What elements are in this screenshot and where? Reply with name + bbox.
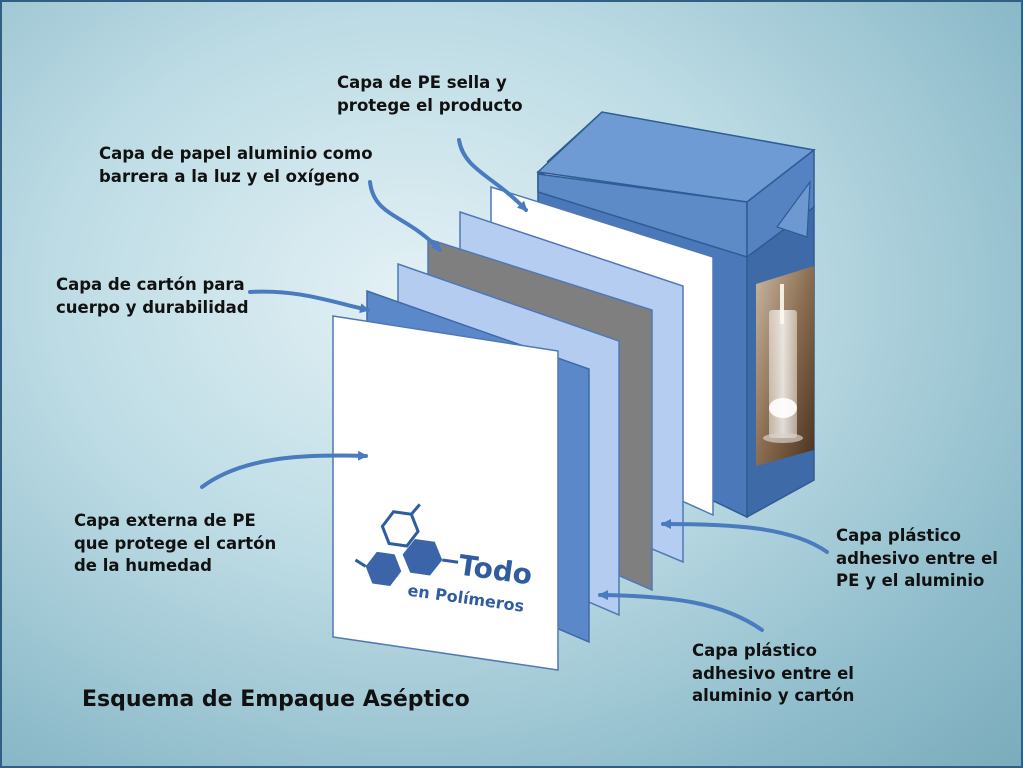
label-cardboard-line2: cuerpo y durabilidad bbox=[56, 297, 249, 317]
label-aluminum-line2: barrera a la luz y el oxígeno bbox=[99, 166, 360, 186]
label-cardboard-line1: Capa de cartón para bbox=[56, 275, 245, 294]
arrow-adhesive-pe-al bbox=[661, 519, 829, 554]
label-pe-inner-line2: protege el producto bbox=[337, 95, 523, 115]
label-pe-outer: Capa externa de PE que protege el cartón… bbox=[74, 510, 276, 578]
milk-glass-image bbox=[756, 266, 814, 466]
carton-seal-fin bbox=[746, 148, 815, 259]
label-adhesive-al-carton-line3: aluminio y cartón bbox=[692, 686, 855, 705]
label-adhesive-pe-al: Capa plástico adhesivo entre el PE y el … bbox=[836, 525, 998, 593]
label-cardboard: Capa de cartón para cuerpo y durabilidad bbox=[56, 274, 249, 319]
arrow-pe-inner bbox=[457, 138, 528, 212]
label-adhesive-al-carton-line2: adhesivo entre el bbox=[692, 663, 854, 683]
label-aluminum-line1: Capa de papel aluminio como bbox=[99, 144, 373, 163]
label-adhesive-al-carton-line1: Capa plástico bbox=[692, 641, 818, 660]
arrow-cardboard bbox=[248, 289, 370, 314]
logo-hexagon-outline bbox=[380, 510, 420, 548]
label-adhesive-pe-al-line2: adhesivo entre el bbox=[836, 548, 998, 568]
logo-hexagon-filled-small bbox=[365, 551, 402, 587]
label-pe-outer-line2: que protege el cartón bbox=[74, 533, 277, 553]
diagram-title: Esquema de Empaque Aséptico bbox=[82, 687, 470, 712]
label-pe-outer-line1: Capa externa de PE bbox=[74, 511, 256, 530]
pointer-arrows bbox=[200, 138, 829, 632]
layer-pe-outer bbox=[332, 315, 559, 671]
label-adhesive-pe-al-line3: PE y el aluminio bbox=[836, 571, 985, 590]
label-pe-inner: Capa de PE sella y protege el producto bbox=[337, 72, 523, 117]
arrow-pe-outer bbox=[200, 450, 368, 489]
carton-gable-flap bbox=[776, 180, 811, 238]
label-pe-outer-line3: de la humedad bbox=[74, 556, 212, 575]
arrow-aluminum bbox=[368, 180, 442, 252]
label-aluminum: Capa de papel aluminio como barrera a la… bbox=[99, 143, 373, 188]
arrow-adhesive-al-carton bbox=[598, 590, 764, 632]
label-pe-inner-line1: Capa de PE sella y bbox=[337, 73, 507, 92]
label-adhesive-al-carton: Capa plástico adhesivo entre el aluminio… bbox=[692, 640, 854, 708]
logo-hexagon-filled bbox=[402, 539, 443, 576]
label-adhesive-pe-al-line1: Capa plástico bbox=[836, 526, 962, 545]
